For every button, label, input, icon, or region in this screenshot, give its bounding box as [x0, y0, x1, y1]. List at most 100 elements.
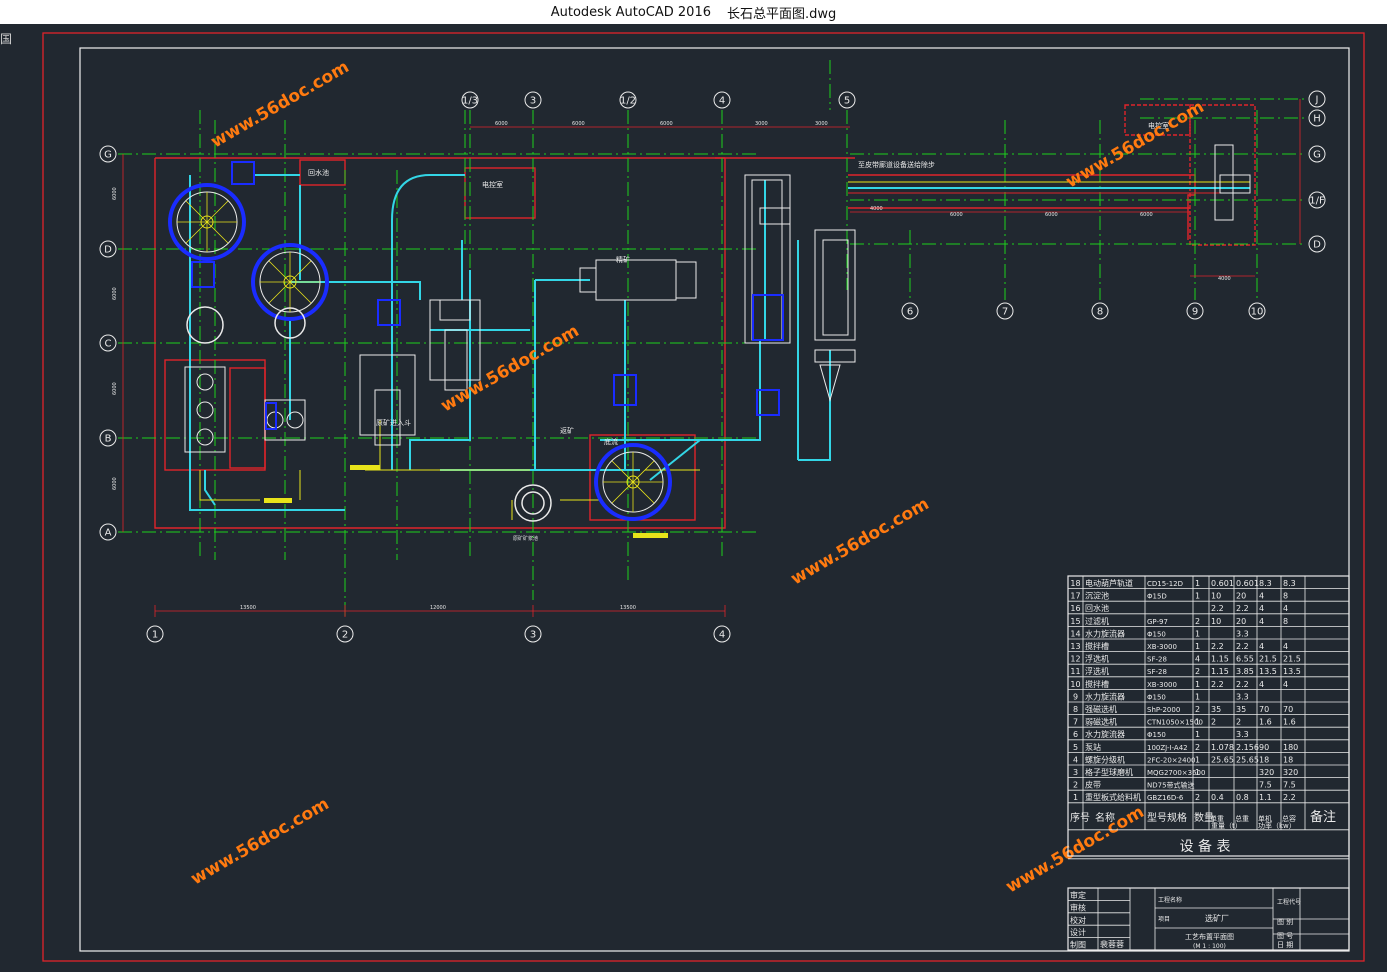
- title-role: 审核: [1070, 902, 1086, 912]
- thickener-3: [594, 443, 672, 521]
- title-role: 设计: [1070, 927, 1086, 937]
- label-elec-room-2: 电控室: [1148, 121, 1169, 130]
- table-cell: 浮选机: [1085, 666, 1109, 676]
- dimension-lines: [122, 99, 1301, 617]
- table-cell: 70: [1283, 705, 1293, 714]
- axis-bubble: [1308, 191, 1326, 209]
- table-cell: 1: [1195, 692, 1200, 701]
- watermark-text: www.56doc.com: [1063, 97, 1208, 192]
- table-cell: 35: [1211, 705, 1221, 714]
- axis-bubble: [99, 334, 117, 352]
- axis-label: D: [1313, 240, 1321, 251]
- axis-bubble: [713, 625, 731, 643]
- table-cell: Φ150: [1147, 731, 1166, 739]
- axis-label: C: [105, 339, 112, 350]
- axis-label: 1/3: [462, 96, 478, 107]
- table-cell: 1.6: [1283, 718, 1296, 727]
- table-cell: 弱磁选机: [1085, 717, 1117, 727]
- inner-frame: [79, 47, 1350, 952]
- label-rebuild: 返矿: [560, 426, 574, 435]
- app-title: Autodesk AutoCAD 2016: [550, 4, 711, 20]
- table-cell: 2: [1195, 667, 1200, 676]
- table-cell: 7: [1073, 718, 1078, 727]
- table-cell: 2: [1195, 793, 1200, 802]
- svg-text:4000: 4000: [870, 206, 883, 212]
- table-cell: 10: [1211, 592, 1221, 601]
- outer-frame: [42, 32, 1365, 962]
- axis-bubble: [1308, 235, 1326, 253]
- axis-bubble: [1308, 109, 1326, 127]
- table-cell: 7.5: [1283, 781, 1296, 790]
- table-header-sub: 重量（t）: [1211, 822, 1242, 830]
- axis-bubble: [1186, 302, 1204, 320]
- tank-circle: [186, 306, 552, 522]
- table-cell: 2.156: [1236, 743, 1259, 752]
- drawing-labels: 回水池 电控室 电控室 至皮带廊道设备送给除步 原矿进入斗 精矿 底流 返矿 原…: [308, 121, 1169, 542]
- yellow-marks: [264, 465, 668, 538]
- watermark-text: www.56doc.com: [188, 794, 333, 889]
- title-role: 校对: [1070, 915, 1086, 925]
- table-cell: 2.2: [1211, 642, 1224, 651]
- table-cell: GBZ16D-6: [1147, 794, 1184, 802]
- title-block-text: (M 1 : 100): [1193, 943, 1226, 950]
- title-role: 制图: [1070, 940, 1086, 950]
- table-cell: 12: [1070, 655, 1080, 664]
- svg-text:3000: 3000: [755, 121, 768, 127]
- table-cell: 13.5: [1283, 667, 1301, 676]
- table-cell: 水力旋流器: [1085, 691, 1125, 701]
- table-cell: 21.5: [1283, 655, 1301, 664]
- table-cell: 10: [1070, 680, 1080, 689]
- table-cell: 4: [1283, 604, 1288, 613]
- table-cell: 搅拌槽: [1085, 679, 1109, 689]
- table-cell: SF-28: [1147, 656, 1167, 664]
- table-cell: 2: [1195, 617, 1200, 626]
- table-header: 备注: [1310, 809, 1336, 825]
- axis-label: 7: [1002, 307, 1008, 318]
- axis-label: 4: [719, 630, 725, 641]
- table-cell: 18: [1283, 755, 1293, 764]
- table-cell: 1.15: [1211, 667, 1229, 676]
- axis-bubble: [99, 240, 117, 258]
- table-cell: 11: [1070, 667, 1080, 676]
- svg-text:3000: 3000: [815, 121, 828, 127]
- title-block-text: 图 号: [1277, 932, 1293, 940]
- title-block-text: 工程名称: [1158, 896, 1182, 904]
- file-name: 长石总平面图.dwg: [726, 6, 837, 22]
- table-cell: 18: [1070, 579, 1080, 588]
- axis-label: G: [1313, 150, 1321, 161]
- side-glyph: 国: [0, 32, 13, 46]
- table-cell: 70: [1259, 705, 1269, 714]
- table-cell: 15: [1070, 617, 1080, 626]
- table-cell: 格子型球磨机: [1085, 767, 1133, 777]
- axis-label: 9: [1192, 307, 1198, 318]
- title-block: 审定审核校对设计制图裴蓉蓉工程名称项目选矿厂工艺布置平面图(M 1 : 100)…: [1067, 887, 1350, 951]
- table-cell: 2.2: [1283, 793, 1296, 802]
- table-cell: 搅拌槽: [1085, 641, 1109, 651]
- table-cell: Φ150: [1147, 693, 1166, 701]
- axis-bubble: [524, 625, 542, 643]
- thickener-2: [251, 243, 329, 321]
- svg-text:6000: 6000: [112, 477, 118, 490]
- table-cell: 2: [1211, 718, 1216, 727]
- table-cell: 2.2: [1211, 604, 1224, 613]
- watermark-text: www.56doc.com: [438, 321, 583, 416]
- table-cell: 2FC-20×2400: [1147, 756, 1195, 764]
- magnetic-separators: [359, 299, 481, 446]
- table-cell: 35: [1236, 705, 1246, 714]
- label-tailing: 底流: [604, 437, 618, 446]
- table-cell: 1.1: [1259, 793, 1272, 802]
- table-cell: 3: [1073, 768, 1078, 777]
- label-water-pool: 回水池: [308, 168, 329, 177]
- table-header: 单机: [1258, 814, 1272, 823]
- table-cell: 0.601: [1236, 579, 1259, 588]
- table-cell: Φ150: [1147, 630, 1166, 638]
- axis-label: 1: [152, 630, 158, 641]
- axis-label: 6: [907, 307, 913, 318]
- watermark-text: www.56doc.com: [788, 494, 933, 589]
- label-tank-note: 原矿矿浆池: [513, 535, 538, 542]
- table-cell: 21.5: [1259, 655, 1277, 664]
- table-header: 总容: [1282, 814, 1296, 823]
- pipelines: [189, 174, 831, 511]
